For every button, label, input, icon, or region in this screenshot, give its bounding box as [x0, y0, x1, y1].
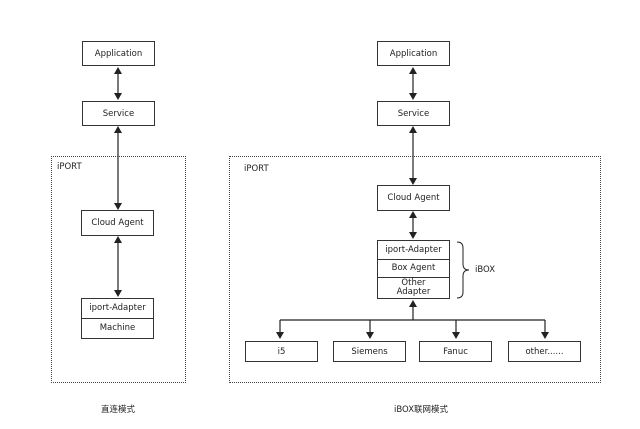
left-cloud-agent-box: Cloud Agent [81, 210, 154, 236]
left-application-box: Application [82, 41, 155, 66]
left-application-label: Application [94, 48, 143, 59]
right-caption: iBOX联网模式 [394, 405, 449, 415]
device-siemens-box: Siemens [333, 341, 406, 362]
left-cloud-agent-label: Cloud Agent [91, 218, 144, 228]
ibox-box-agent-cell: Box Agent [378, 260, 449, 278]
left-iport-region [51, 156, 186, 383]
ibox-adapter-label: iport-Adapter [385, 244, 442, 255]
right-service-box: Service [377, 101, 450, 126]
left-machine-cell: Machine [82, 319, 153, 338]
left-adapter-cell: iport-Adapter [82, 299, 153, 319]
left-service-box: Service [82, 101, 155, 126]
right-cloud-agent-box: Cloud Agent [377, 185, 450, 211]
right-service-label: Service [397, 108, 430, 119]
right-cloud-agent-label: Cloud Agent [387, 193, 440, 203]
device-fanuc-label: Fanuc [443, 346, 468, 357]
device-i5-box: i5 [245, 341, 318, 362]
left-caption: 直连模式 [101, 405, 136, 415]
right-application-box: Application [377, 41, 450, 66]
device-i5-label: i5 [277, 346, 286, 357]
device-other-box: other...... [508, 341, 581, 362]
ibox-brace [456, 241, 470, 299]
right-iport-label: iPORT [244, 164, 269, 174]
device-other-label: other...... [525, 346, 564, 357]
ibox-stack: iport-Adapter Box Agent Other Adapter [377, 240, 450, 299]
ibox-other-adapter-label: Other Adapter [396, 278, 431, 297]
right-application-label: Application [389, 48, 438, 59]
left-iport-label: iPORT [57, 162, 82, 172]
device-siemens-label: Siemens [351, 346, 388, 357]
device-fanuc-box: Fanuc [419, 341, 492, 362]
left-adapter-label: iport-Adapter [89, 303, 146, 313]
ibox-other-adapter-cell: Other Adapter [378, 278, 449, 298]
right-iport-region [229, 156, 601, 383]
left-machine-label: Machine [99, 323, 136, 333]
ibox-adapter-cell: iport-Adapter [378, 241, 449, 260]
left-service-label: Service [102, 108, 135, 119]
left-adapter-stack: iport-Adapter Machine [81, 298, 154, 339]
ibox-box-agent-label: Box Agent [391, 263, 436, 273]
ibox-label: iBOX [475, 265, 496, 275]
